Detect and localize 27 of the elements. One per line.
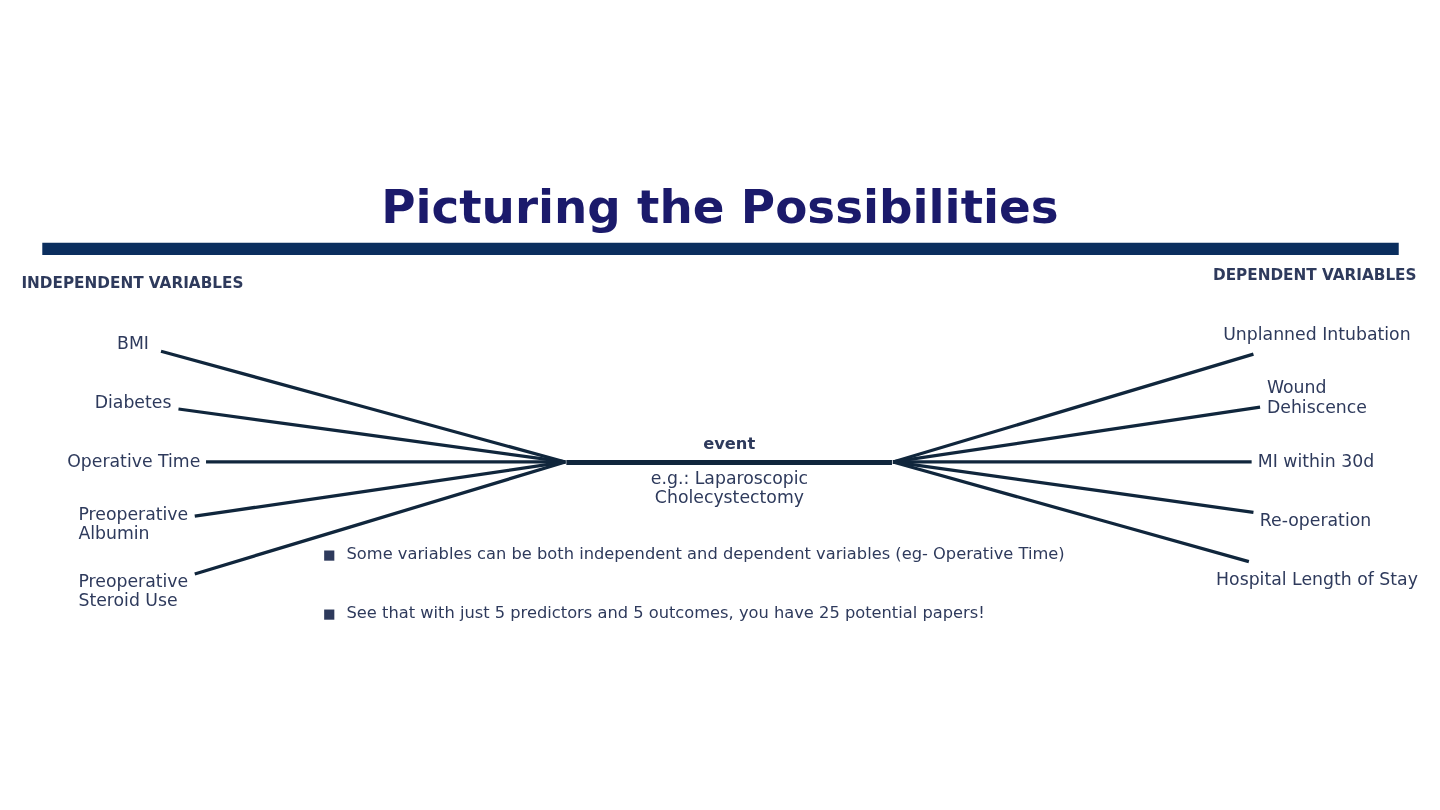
node-text: Preoperative Albumin xyxy=(78,503,189,543)
connector xyxy=(892,459,1254,514)
connector xyxy=(892,404,1261,464)
node-text: Hospital Length of Stay xyxy=(1216,568,1418,589)
label: See that with just 5 predictors and 5 outcomes, you have 25 potential papers! xyxy=(346,602,985,622)
node-text: Diabetes xyxy=(94,391,172,412)
node-text: Operative Time xyxy=(67,450,201,471)
node-label: e.g.: Laparoscopic Cholecystectomy xyxy=(650,467,809,507)
connector xyxy=(892,352,1254,464)
label: Some variables can be both independent and dependent variables (eg- Operative Time) xyxy=(346,543,1065,563)
connector xyxy=(206,459,566,464)
node-text: MI within 30d xyxy=(1257,450,1375,471)
diagram-title: Picturing the Possibilities xyxy=(381,179,1059,234)
connector xyxy=(194,459,566,518)
node-text: Wound Dehiscence xyxy=(1266,376,1367,417)
label: DEPENDENT VARIABLES xyxy=(1213,265,1417,284)
node-text: Re-operation xyxy=(1259,509,1372,530)
connector xyxy=(178,406,566,464)
connector xyxy=(160,349,566,464)
node-label: event xyxy=(703,433,756,453)
connector xyxy=(194,459,566,576)
connector xyxy=(892,459,1250,563)
node-text: BMI xyxy=(117,332,149,353)
node-box xyxy=(566,459,892,465)
label: INDEPENDENT VARIABLES xyxy=(21,273,244,292)
node-text: Preoperative Steroid Use xyxy=(78,570,189,610)
node-text: Unplanned Intubation xyxy=(1223,323,1411,344)
